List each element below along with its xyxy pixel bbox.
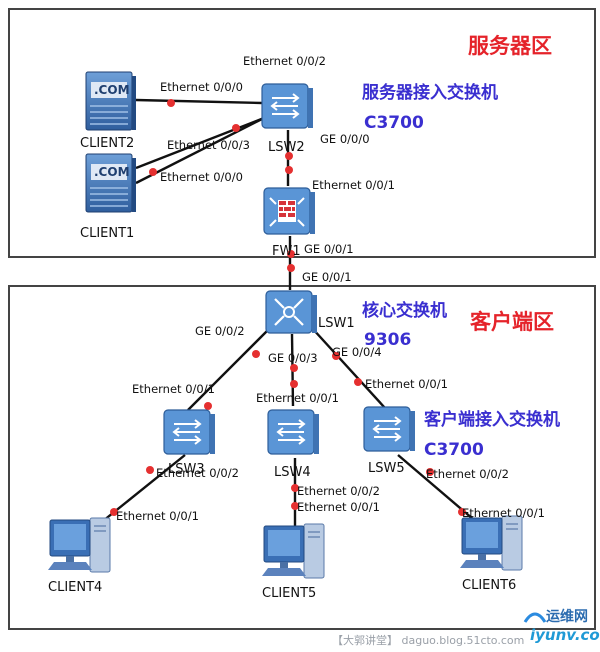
port-label-lsw4-down: Ethernet 0/0/2 xyxy=(297,484,380,498)
brand-logo: 运维网 iyunv.com xyxy=(520,604,600,652)
port-label-lsw2-fw1: GE 0/0/0 xyxy=(320,132,370,146)
server-access-switch-label: 服务器接入交换机 xyxy=(362,83,498,103)
lsw5-switch-icon xyxy=(362,403,418,455)
port-dot xyxy=(110,508,118,516)
port-label-lsw1-lsw4: GE 0/0/3 xyxy=(268,351,318,365)
port-label-fw1-lsw1: GE 0/0/1 xyxy=(304,242,354,256)
server-access-model-label: C3700 xyxy=(364,113,424,133)
lsw2-label: LSW2 xyxy=(268,140,305,155)
port-label-client5: Ethernet 0/0/1 xyxy=(297,500,380,514)
port-label-fw1-lsw2: Ethernet 0/0/1 xyxy=(312,178,395,192)
port-dot xyxy=(204,402,212,410)
port-dot xyxy=(232,124,240,132)
client5-pc-icon xyxy=(258,520,330,582)
client4-label: CLIENT4 xyxy=(48,580,103,595)
link-client2-lsw2 xyxy=(135,98,263,105)
port-label-client2-lsw2-a: Ethernet 0/0/0 xyxy=(160,80,243,94)
client6-label: CLIENT6 xyxy=(462,578,517,593)
port-dot xyxy=(291,502,299,510)
client5-label: CLIENT5 xyxy=(262,586,317,601)
lsw1-label: LSW1 xyxy=(318,316,355,331)
link-lsw5-client6 xyxy=(397,454,481,526)
server-screen-text: .COM xyxy=(94,165,130,179)
port-label-lsw3-down: Ethernet 0/0/2 xyxy=(156,466,239,480)
client6-pc-icon xyxy=(456,512,528,574)
port-dot xyxy=(426,468,434,476)
port-dot xyxy=(287,250,295,258)
port-dot xyxy=(291,484,299,492)
lsw3-switch-icon xyxy=(162,406,218,458)
port-label-lsw5-up: Ethernet 0/0/1 xyxy=(365,377,448,391)
lsw4-switch-icon xyxy=(266,406,322,458)
port-dot xyxy=(354,378,362,386)
port-dot xyxy=(167,99,175,107)
port-dot xyxy=(458,508,466,516)
link-client2-lsw2-b xyxy=(135,116,265,170)
port-label-client2-lsw2-b: Ethernet 0/0/3 xyxy=(167,138,250,152)
port-label-client1-lsw2: Ethernet 0/0/0 xyxy=(160,170,243,184)
fw1-label: FW1 xyxy=(272,244,301,259)
client2-server-icon: .COM xyxy=(82,70,138,132)
port-label-lsw3-up: Ethernet 0/0/1 xyxy=(132,382,215,396)
client2-label: CLIENT2 xyxy=(80,136,135,151)
port-dot xyxy=(290,380,298,388)
client-access-switch-label: 客户端接入交换机 xyxy=(424,410,560,430)
lsw2-switch-icon xyxy=(260,80,316,132)
lsw1-core-switch-icon xyxy=(264,287,320,337)
port-dot xyxy=(285,166,293,174)
port-label-lsw2-top: Ethernet 0/0/2 xyxy=(243,54,326,68)
lsw4-label: LSW4 xyxy=(274,465,311,480)
port-dot xyxy=(252,350,260,358)
brand-bottom-text: iyunv.com xyxy=(530,626,600,644)
port-dot xyxy=(149,168,157,176)
port-label-client4: Ethernet 0/0/1 xyxy=(116,509,199,523)
link-lsw1-lsw5 xyxy=(311,327,386,409)
port-label-lsw1-lsw5: GE 0/0/4 xyxy=(332,345,382,359)
port-dot xyxy=(285,152,293,160)
client-zone-frame xyxy=(8,285,596,630)
client-zone-title: 客户端区 xyxy=(470,310,554,334)
lsw3-label: LSW3 xyxy=(168,462,205,477)
port-dot xyxy=(146,466,154,474)
core-switch-label: 核心交换机 xyxy=(362,301,447,321)
client1-server-icon: .COM xyxy=(82,152,138,214)
port-label-client6: Ethernet 0/0/1 xyxy=(462,506,545,520)
port-label-lsw1-lsw3: GE 0/0/2 xyxy=(195,324,245,338)
port-label-lsw1-fw1: GE 0/0/1 xyxy=(302,270,352,284)
server-zone-title: 服务器区 xyxy=(468,34,552,58)
port-dot xyxy=(290,364,298,372)
client-access-model-label: C3700 xyxy=(424,440,484,460)
port-label-lsw5-down: Ethernet 0/0/2 xyxy=(426,467,509,481)
brand-top-text: 运维网 xyxy=(546,609,588,625)
server-screen-text: .COM xyxy=(94,83,130,97)
lsw5-label: LSW5 xyxy=(368,461,405,476)
server-zone-frame xyxy=(8,8,596,258)
port-label-lsw4-up: Ethernet 0/0/1 xyxy=(256,391,339,405)
port-dot xyxy=(332,352,340,360)
port-dot xyxy=(287,264,295,272)
link-lsw1-lsw3 xyxy=(187,327,271,411)
fw1-firewall-icon xyxy=(262,184,318,238)
link-client1-lsw2 xyxy=(135,117,263,185)
watermark: 【大郭讲堂】 daguo.blog.51cto.com xyxy=(332,634,525,647)
core-model-label: 9306 xyxy=(364,330,412,350)
client1-label: CLIENT1 xyxy=(80,226,135,241)
client4-pc-icon xyxy=(44,514,116,576)
